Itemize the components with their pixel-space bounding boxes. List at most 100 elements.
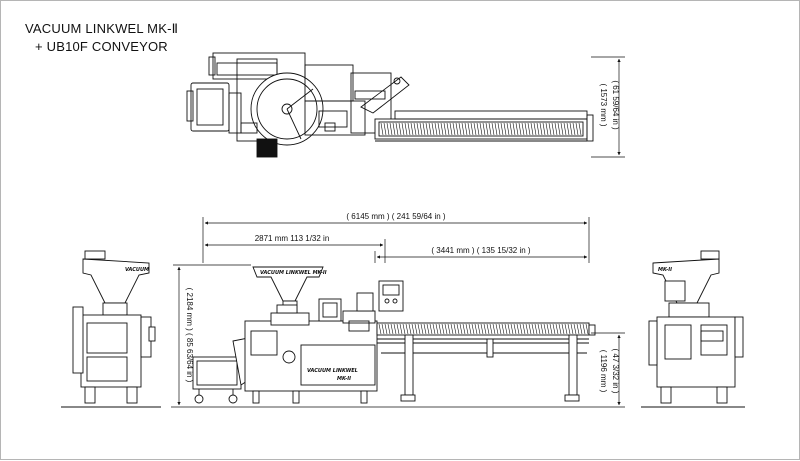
body-plate-sublabel: MK-II xyxy=(337,376,351,382)
chain-link xyxy=(401,122,405,136)
chain-link xyxy=(533,122,537,136)
chain-link xyxy=(452,122,456,136)
chain-link xyxy=(422,122,426,136)
chain-link xyxy=(546,323,550,335)
chain-link xyxy=(453,323,457,335)
chain-link xyxy=(470,122,474,136)
chain-link xyxy=(492,323,496,335)
chain-link xyxy=(446,122,450,136)
chain-link xyxy=(519,323,523,335)
chain-link xyxy=(567,323,571,335)
chain-link xyxy=(414,323,418,335)
chain-link xyxy=(551,122,555,136)
chain-link xyxy=(522,323,526,335)
chain-link xyxy=(515,122,519,136)
chain-link xyxy=(554,122,558,136)
chain-link xyxy=(504,323,508,335)
chain-link xyxy=(498,323,502,335)
chain-link xyxy=(494,122,498,136)
chain-link xyxy=(513,323,517,335)
chain-link xyxy=(471,323,475,335)
chain-link xyxy=(393,323,397,335)
dimension-lines-vertical xyxy=(173,264,625,406)
chain-link xyxy=(392,122,396,136)
chain-link xyxy=(512,122,516,136)
chain-link xyxy=(482,122,486,136)
chain-link xyxy=(563,122,567,136)
chain-link xyxy=(545,122,549,136)
top-view xyxy=(186,52,594,158)
chain-link xyxy=(579,323,583,335)
chain-link xyxy=(378,323,382,335)
chain-link xyxy=(585,323,589,335)
chain-link xyxy=(435,323,439,335)
chain-link xyxy=(489,323,493,335)
chain-link xyxy=(428,122,432,136)
chain-link xyxy=(518,122,522,136)
dimension-lines-horizontal xyxy=(202,217,590,263)
chain-link xyxy=(576,323,580,335)
chain-link xyxy=(477,323,481,335)
chain-link xyxy=(468,323,472,335)
chain-link xyxy=(516,323,520,335)
chain-link xyxy=(384,323,388,335)
dimension-top-width xyxy=(591,56,625,158)
chain-link xyxy=(483,323,487,335)
chain-link xyxy=(501,323,505,335)
chain-link xyxy=(398,122,402,136)
chain-link xyxy=(539,122,543,136)
chain-link xyxy=(402,323,406,335)
front-conveyor-chain xyxy=(378,323,589,335)
chain-link xyxy=(548,122,552,136)
chain-link xyxy=(485,122,489,136)
chain-link xyxy=(509,122,513,136)
chain-link xyxy=(417,323,421,335)
chain-link xyxy=(416,122,420,136)
dim-height-total: ( 2184 mm ) ( 85 63/64 in ) xyxy=(185,288,194,383)
chain-link xyxy=(527,122,531,136)
chain-link xyxy=(464,122,468,136)
chain-link xyxy=(524,122,528,136)
chain-link xyxy=(555,323,559,335)
dim-top-width-mm: ( 1573 mm ) xyxy=(599,83,608,126)
chain-link xyxy=(510,323,514,335)
chain-link xyxy=(557,122,561,136)
chain-link xyxy=(423,323,427,335)
drawing-title-line2: + UB10F CONVEYOR xyxy=(35,39,168,54)
chain-link xyxy=(434,122,438,136)
right-side-label: MK-II xyxy=(658,267,672,273)
chain-link xyxy=(570,323,574,335)
chain-link xyxy=(405,323,409,335)
front-view-machine xyxy=(192,266,404,404)
chain-link xyxy=(500,122,504,136)
chain-link xyxy=(413,122,417,136)
chain-link xyxy=(486,323,490,335)
chain-link xyxy=(420,323,424,335)
chain-link xyxy=(476,122,480,136)
chain-link xyxy=(582,323,586,335)
chain-link xyxy=(561,323,565,335)
chain-link xyxy=(479,122,483,136)
chain-link xyxy=(440,122,444,136)
chain-link xyxy=(408,323,412,335)
chain-link xyxy=(507,323,511,335)
chain-link xyxy=(473,122,477,136)
chain-link xyxy=(447,323,451,335)
chain-link xyxy=(537,323,541,335)
chain-link xyxy=(506,122,510,136)
chain-link xyxy=(569,122,573,136)
chain-link xyxy=(381,323,385,335)
top-conveyor-chain xyxy=(380,122,582,136)
chain-link xyxy=(461,122,465,136)
front-plate-label: VACUUM LINKWEL MK-II xyxy=(260,270,327,276)
chain-link xyxy=(380,122,384,136)
chain-link xyxy=(462,323,466,335)
chain-link xyxy=(474,323,478,335)
chain-link xyxy=(528,323,532,335)
chain-link xyxy=(480,323,484,335)
chain-link xyxy=(387,323,391,335)
front-view-conveyor xyxy=(376,322,596,402)
dim-machine-length: 2871 mm 113 1/32 in xyxy=(255,234,330,243)
right-side-view xyxy=(641,250,745,408)
